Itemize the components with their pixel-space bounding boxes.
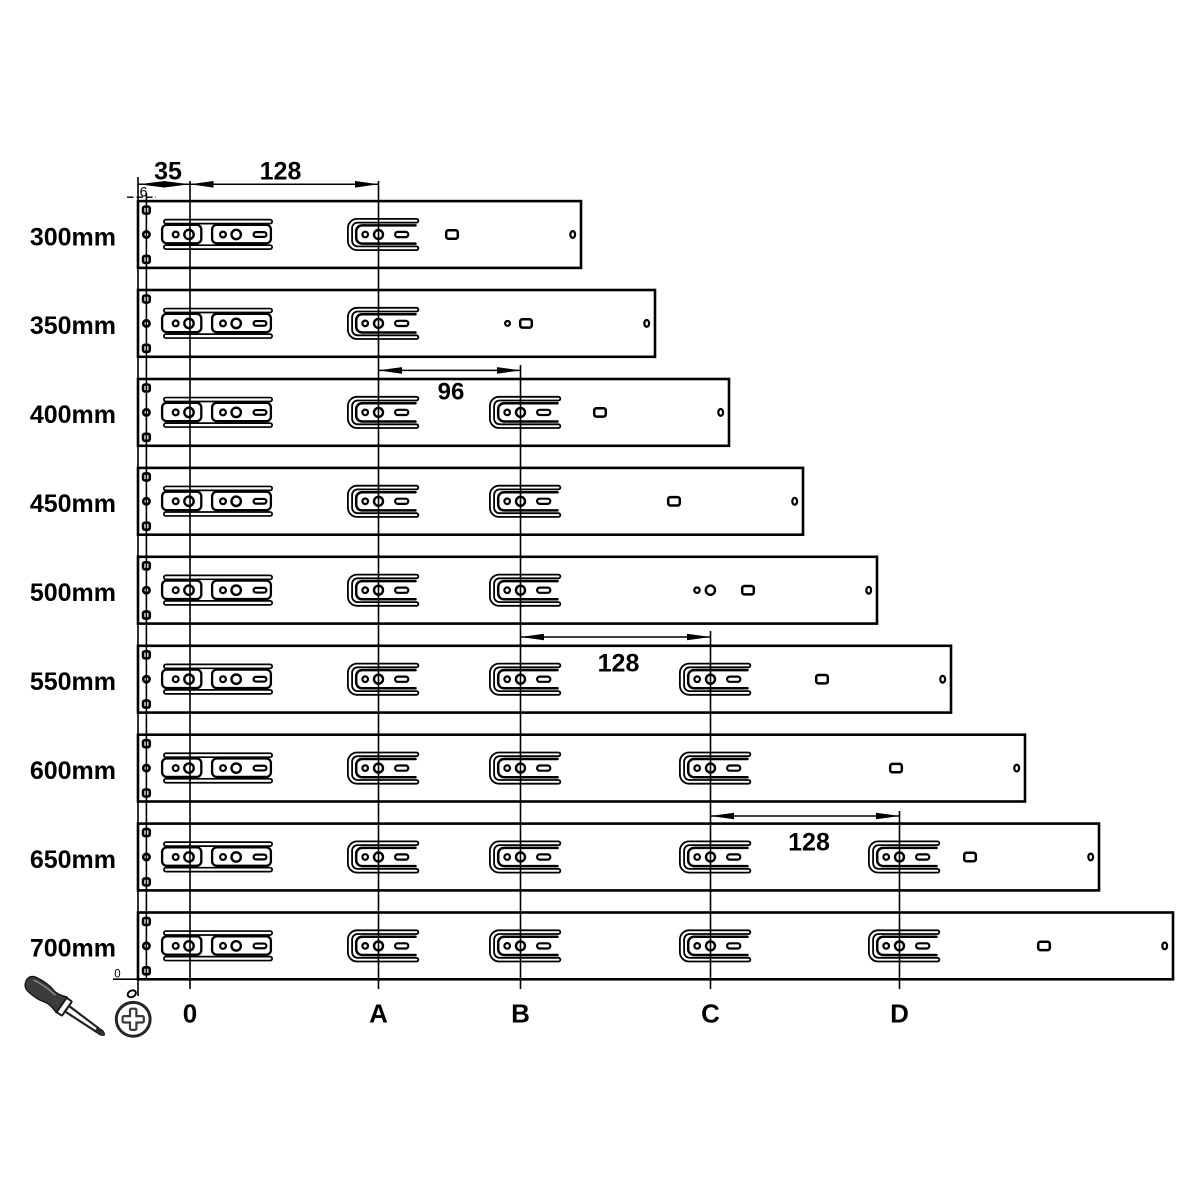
svg-text:550mm: 550mm xyxy=(30,668,116,696)
svg-text:500mm: 500mm xyxy=(30,579,116,607)
svg-text:0: 0 xyxy=(114,969,120,981)
svg-text:128: 128 xyxy=(260,157,302,185)
svg-text:128: 128 xyxy=(598,649,640,677)
svg-text:6: 6 xyxy=(140,184,148,200)
svg-text:650mm: 650mm xyxy=(30,846,116,874)
svg-text:350mm: 350mm xyxy=(30,312,116,340)
svg-text:B: B xyxy=(511,999,530,1029)
svg-text:C: C xyxy=(701,999,720,1029)
svg-text:A: A xyxy=(369,999,388,1029)
svg-text:0: 0 xyxy=(183,999,197,1029)
svg-text:D: D xyxy=(890,999,909,1029)
svg-text:128: 128 xyxy=(788,829,830,857)
svg-text:700mm: 700mm xyxy=(30,935,116,963)
svg-text:300mm: 300mm xyxy=(30,223,116,251)
svg-text:450mm: 450mm xyxy=(30,490,116,518)
svg-text:600mm: 600mm xyxy=(30,757,116,785)
svg-text:96: 96 xyxy=(438,378,465,405)
svg-text:35: 35 xyxy=(154,157,182,185)
svg-text:400mm: 400mm xyxy=(30,401,116,429)
